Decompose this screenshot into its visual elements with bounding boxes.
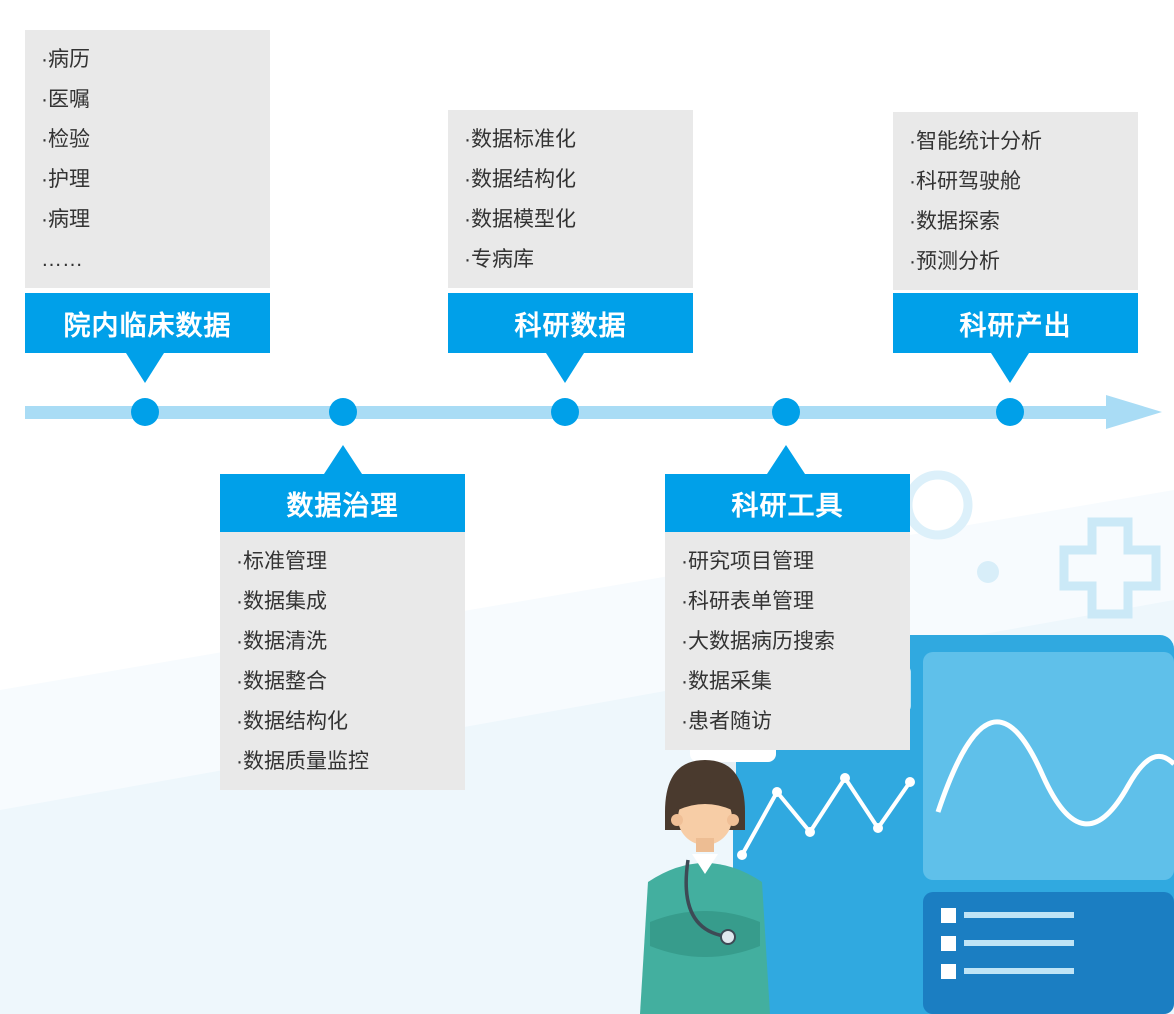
stage-box-research-tools: ·研究项目管理 ·科研表单管理 ·大数据病历搜索 ·数据采集 ·患者随访 [665, 532, 910, 750]
stage-box-research-output: ·智能统计分析 ·科研驾驶舱 ·数据探索 ·预测分析 [893, 112, 1138, 290]
stage-title: 院内临床数据 [63, 310, 232, 341]
stage-list-item: ·病历 [41, 48, 90, 71]
stage-list-item: ·数据集成 [236, 590, 327, 613]
timeline-node-research-data [551, 398, 579, 426]
stage-pointer-data-governance [324, 445, 362, 474]
stage-header-research-data: 科研数据 [448, 293, 693, 353]
stage-list-item: ·医嘱 [41, 88, 90, 111]
stage-title: 科研产出 [959, 310, 1072, 341]
stage-list-item: ·患者随访 [681, 710, 772, 733]
stage-list-item: ·数据结构化 [464, 168, 576, 191]
stage-list-item: ·护理 [41, 168, 90, 191]
stage-pointer-research-output [991, 353, 1029, 383]
circle-decoration [977, 561, 999, 583]
stage-list-item: ·数据采集 [681, 670, 772, 693]
stage-header-clinical-data: 院内临床数据 [25, 293, 270, 353]
zigzag-chart-line [740, 774, 912, 856]
stage-list-item: ·科研驾驶舱 [909, 170, 1021, 193]
stage-list-item: ·数据探索 [909, 210, 1000, 233]
stage-header-research-output: 科研产出 [893, 293, 1138, 353]
stage-list-item: ·数据结构化 [236, 710, 348, 733]
stage-list-item: ·预测分析 [909, 250, 1000, 273]
stage-list-item: ·科研表单管理 [681, 590, 814, 613]
stage-pointer-research-tools [767, 445, 805, 474]
timeline-node-research-output [996, 398, 1024, 426]
stage-list-item: ·数据质量监控 [236, 750, 369, 773]
stage-list-item: ·大数据病历搜索 [681, 630, 835, 653]
stage-box-clinical-data: ·病历 ·医嘱 ·检验 ·护理 ·病理 …… [25, 30, 270, 288]
timeline-arrowhead-icon [1106, 395, 1162, 429]
stage-box-data-governance: ·标准管理 ·数据集成 ·数据清洗 ·数据整合 ·数据结构化 ·数据质量监控 [220, 532, 465, 790]
timeline-node-research-tools [772, 398, 800, 426]
stage-pointer-clinical-data [126, 353, 164, 383]
medical-cross-icon [1059, 517, 1161, 619]
stage-title: 科研工具 [731, 490, 844, 521]
stage-pointer-research-data [546, 353, 584, 383]
stage-list-item: ·检验 [41, 128, 90, 151]
stage-box-research-data: ·数据标准化 ·数据结构化 ·数据模型化 ·专病库 [448, 110, 693, 288]
timeline-node-clinical-data [131, 398, 159, 426]
stage-list-item: ·数据清洗 [236, 630, 327, 653]
stage-list-item: ·数据标准化 [464, 128, 576, 151]
stage-title: 科研数据 [514, 310, 627, 341]
stage-list-item: ·标准管理 [236, 550, 327, 573]
stage-header-research-tools: 科研工具 [665, 474, 910, 532]
stage-list-item: ·研究项目管理 [681, 550, 814, 573]
stage-list-item: ·专病库 [464, 248, 534, 271]
stage-list-item: ·数据整合 [236, 670, 327, 693]
stage-list-item: ·病理 [41, 208, 90, 231]
stethoscope-icon [684, 859, 725, 938]
stage-list-item: …… [41, 248, 83, 271]
timeline-node-data-governance [329, 398, 357, 426]
wave-chart-line [935, 719, 1174, 827]
stage-header-data-governance: 数据治理 [220, 474, 465, 532]
stage-list-item: ·数据模型化 [464, 208, 576, 231]
stage-list-item: ·智能统计分析 [909, 130, 1042, 153]
stage-title: 数据治理 [286, 490, 399, 521]
